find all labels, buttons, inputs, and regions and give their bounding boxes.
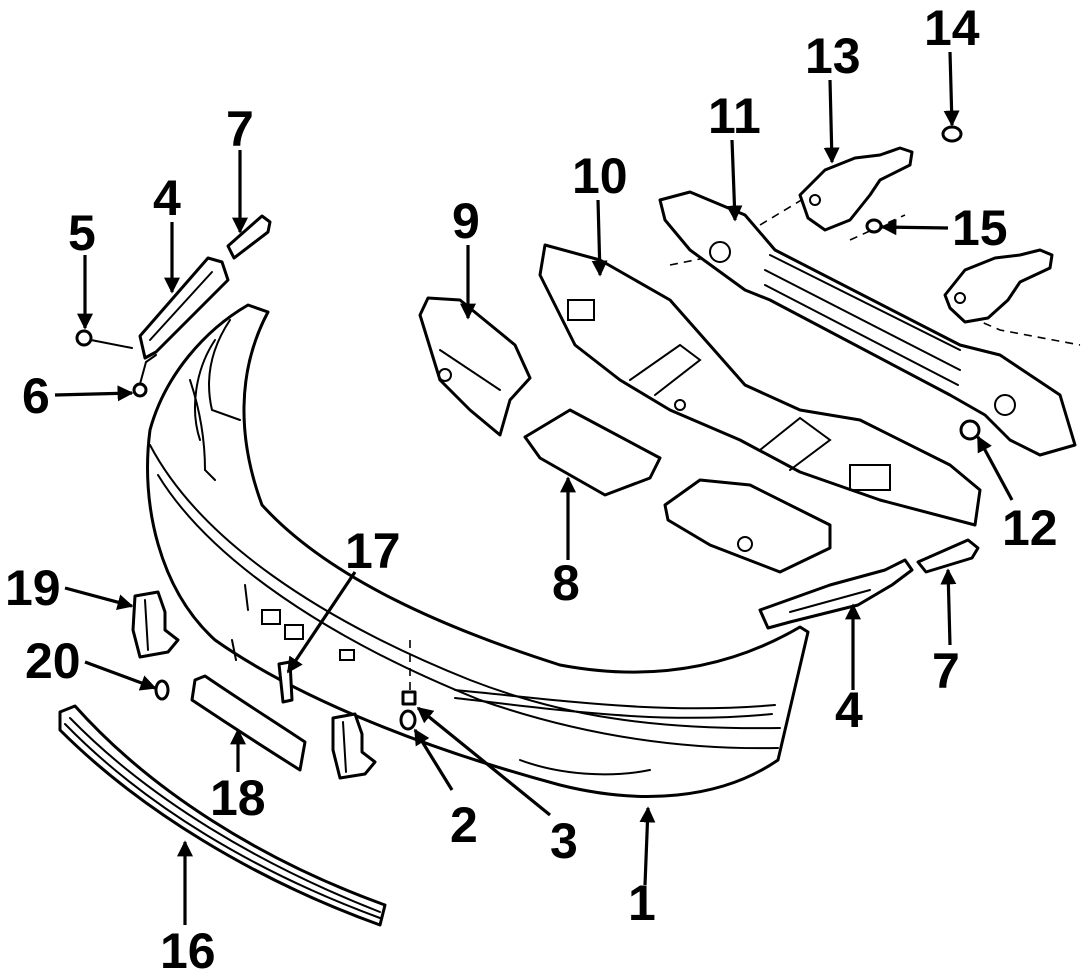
tow-hook-cover-left — [131, 590, 180, 659]
callout-2: 2 — [450, 797, 478, 853]
screw-5 — [75, 329, 133, 349]
callout-12: 12 — [1002, 500, 1058, 556]
callout-11: 11 — [708, 88, 761, 144]
license-plate-bracket — [190, 674, 307, 772]
callout-19: 19 — [5, 560, 61, 616]
bolt-14 — [941, 125, 963, 143]
callout-labels: 1 2 3 4 4 5 6 7 7 8 9 10 11 12 13 14 15 … — [5, 0, 1058, 976]
clip-3 — [401, 690, 417, 706]
bracket-strip-right — [758, 558, 914, 630]
energy-absorber-main — [538, 243, 982, 527]
callout-18: 18 — [210, 770, 266, 826]
callout-15: 15 — [952, 200, 1008, 256]
callout-3: 3 — [550, 813, 578, 869]
lower-molding-strip — [58, 704, 387, 927]
callout-9: 9 — [452, 193, 480, 249]
callout-8: 8 — [552, 555, 580, 611]
callout-7-left: 7 — [226, 101, 254, 157]
impact-bar — [658, 190, 1077, 457]
callout-1: 1 — [628, 875, 656, 931]
callout-14: 14 — [924, 0, 980, 56]
callout-6: 6 — [22, 368, 50, 424]
bracket-8 — [523, 408, 662, 497]
energy-absorber-lower — [663, 478, 832, 574]
energy-absorber-left — [418, 296, 532, 437]
callout-16: 16 — [160, 923, 216, 976]
callout-7-right: 7 — [932, 643, 960, 699]
mounting-bracket-lower — [943, 248, 1054, 324]
washer-15 — [865, 218, 883, 234]
bumper-cover — [146, 303, 810, 798]
callout-5: 5 — [68, 205, 96, 261]
retainer-right — [916, 538, 980, 574]
retainer-left — [226, 214, 272, 260]
retainer-clip-6 — [132, 354, 157, 398]
callout-4-right: 4 — [835, 682, 863, 738]
callout-4-left: 4 — [153, 170, 181, 226]
callout-10: 10 — [572, 148, 628, 204]
callout-20: 20 — [25, 633, 81, 689]
callout-13: 13 — [805, 28, 861, 84]
mounting-bracket-upper — [798, 146, 914, 232]
push-pin — [154, 679, 170, 701]
nut-12 — [959, 419, 981, 441]
callout-17: 17 — [345, 523, 401, 579]
leader-lines — [54, 51, 1014, 925]
bracket-strip-left — [138, 256, 230, 360]
nut-2 — [399, 709, 417, 731]
tow-hook-cover-center — [331, 712, 377, 780]
